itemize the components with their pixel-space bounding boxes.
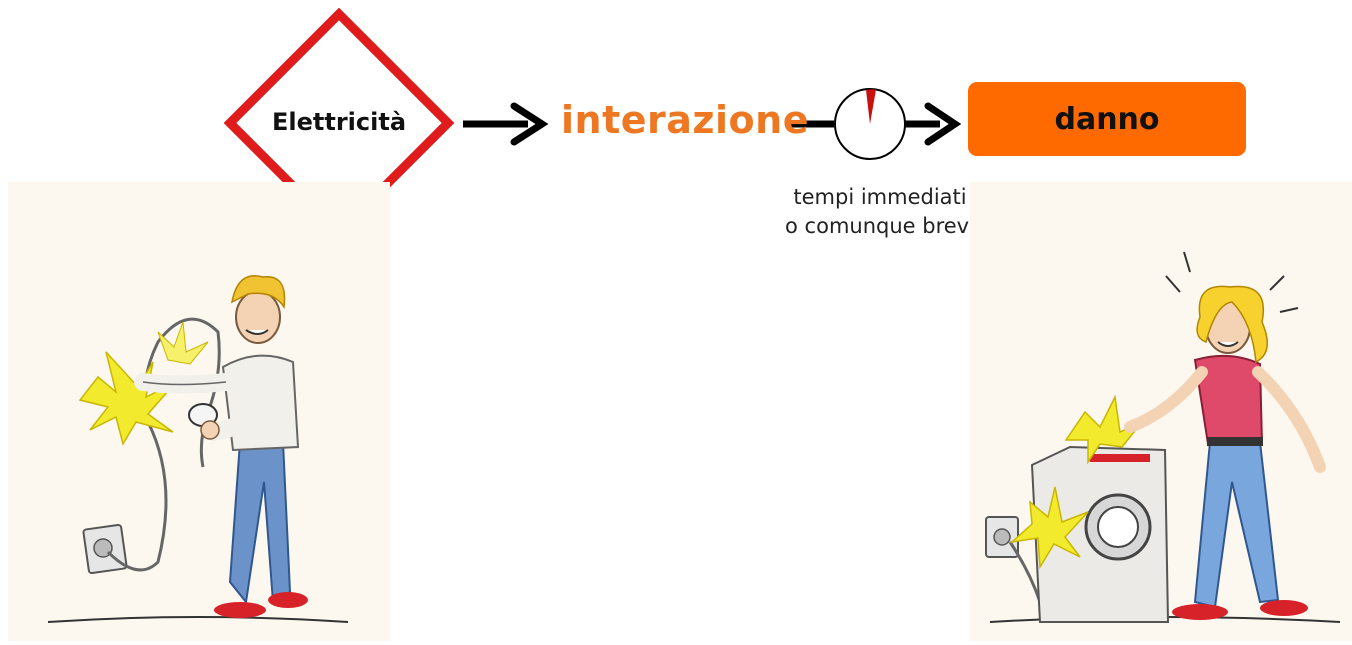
arrow-right-icon — [905, 102, 962, 146]
arrow-right-icon — [463, 102, 549, 146]
right-illustration — [970, 182, 1352, 641]
time-caption: tempi immediati o comunque brevi — [760, 183, 1000, 241]
time-caption-line2: o comunque brevi — [785, 214, 975, 238]
damage-box: danno — [968, 82, 1246, 156]
damage-label: danno — [1054, 101, 1160, 137]
hazard-label: Elettricità — [271, 108, 407, 136]
electric-shock-from-cable-icon — [47, 275, 349, 623]
interaction-label: interazione — [561, 98, 809, 142]
left-illustration — [8, 182, 390, 641]
electric-shock-from-washing-machine-icon — [985, 251, 1341, 623]
time-caption-line1: tempi immediati — [793, 185, 967, 209]
timer-icon — [834, 88, 906, 160]
